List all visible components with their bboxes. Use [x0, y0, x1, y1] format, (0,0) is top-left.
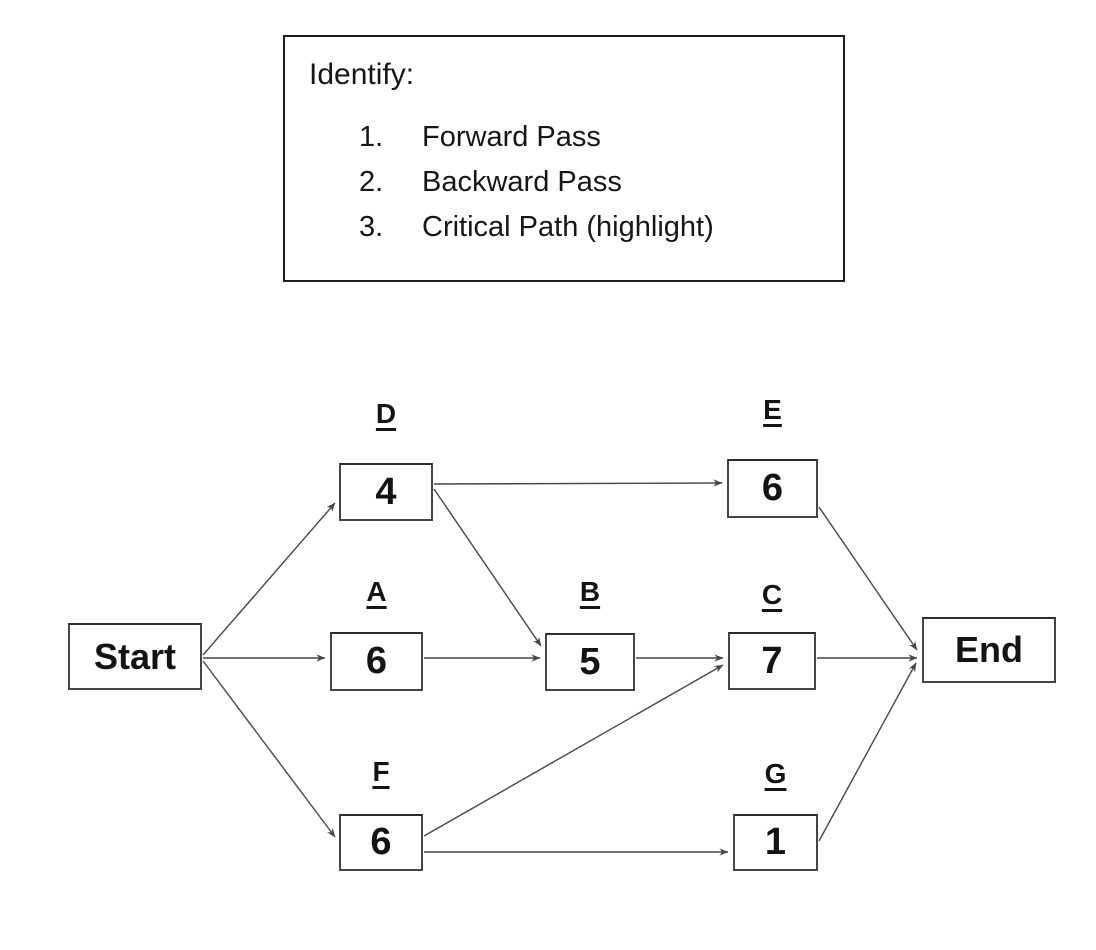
- instructions-list: 1. Forward Pass 2. Backward Pass 3. Critica…: [285, 115, 843, 250]
- activity-node-e: 6: [727, 459, 818, 518]
- activity-node-f: 6: [339, 814, 423, 871]
- activity-node-g: 1: [733, 814, 818, 871]
- activity-label-d: D: [375, 398, 397, 429]
- list-item: 2. Backward Pass: [285, 160, 843, 205]
- edge-g-to-end: [818, 662, 917, 842]
- activity-label-c: C: [761, 579, 783, 610]
- list-item-number: 3.: [359, 211, 384, 243]
- edge-start-to-f: [202, 660, 336, 838]
- activity-label-f: F: [372, 756, 390, 787]
- start-node: Start: [68, 623, 202, 690]
- edge-d-to-b: [433, 488, 542, 647]
- list-item: 3. Critical Path (highlight): [285, 205, 843, 250]
- activity-node-c: 7: [728, 632, 816, 690]
- edge-f-to-c: [423, 664, 724, 837]
- list-item-number: 1.: [359, 121, 384, 153]
- activity-node-b: 5: [545, 633, 635, 691]
- edge-d-to-e: [433, 479, 723, 487]
- list-item-number: 2.: [359, 166, 384, 198]
- list-item: 1. Forward Pass: [285, 115, 843, 160]
- list-item-text: Backward Pass: [422, 166, 622, 198]
- instructions-panel: Identify: 1. Forward Pass 2. Backward Pass…: [283, 35, 845, 282]
- edge-e-to-end: [818, 506, 918, 651]
- activity-label-e: E: [763, 394, 782, 425]
- activity-node-d: 4: [339, 463, 433, 521]
- activity-label-b: B: [579, 576, 601, 607]
- instructions-title: Identify:: [309, 58, 415, 91]
- edge-start-to-d: [202, 502, 336, 656]
- activity-node-a: 6: [330, 632, 423, 691]
- end-node: End: [922, 617, 1056, 683]
- list-item-text: Critical Path (highlight): [422, 211, 714, 243]
- activity-label-a: A: [366, 576, 387, 607]
- activity-label-g: G: [764, 758, 787, 789]
- list-item-text: Forward Pass: [422, 121, 601, 153]
